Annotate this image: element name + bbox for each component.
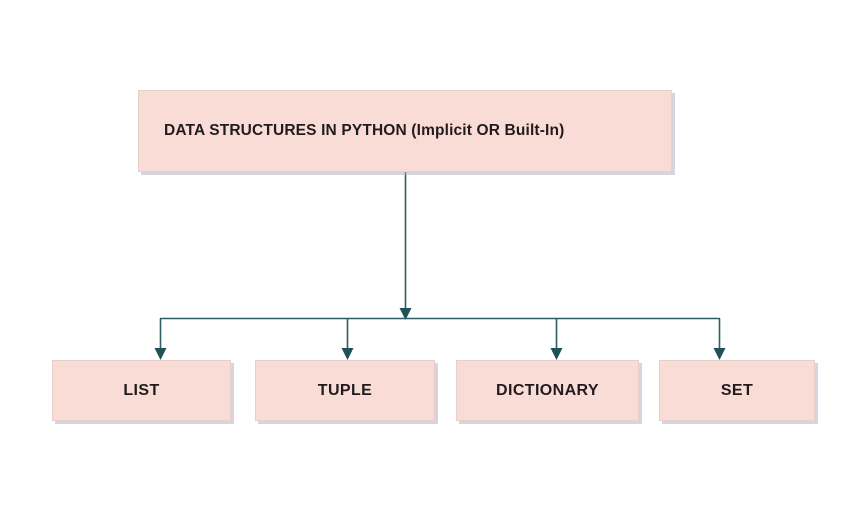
leaf-node-tuple[interactable]: TUPLE bbox=[255, 360, 435, 421]
root-node[interactable]: DATA STRUCTURES IN PYTHON (Implicit OR B… bbox=[138, 90, 672, 172]
leaf-node-set-label: SET bbox=[720, 381, 754, 399]
drop-arrowhead-set bbox=[713, 348, 726, 360]
leaf-node-list[interactable]: LIST bbox=[52, 360, 231, 421]
drop-arrowhead-dictionary bbox=[550, 348, 563, 360]
leaf-node-tuple-label: TUPLE bbox=[317, 381, 373, 399]
leaf-node-dictionary-label: DICTIONARY bbox=[496, 381, 599, 399]
leaf-node-list-label: LIST bbox=[123, 381, 160, 399]
drop-arrowhead-list bbox=[154, 348, 167, 360]
leaf-node-dictionary[interactable]: DICTIONARY bbox=[456, 360, 639, 421]
trunk-arrowhead bbox=[399, 308, 412, 320]
root-node-label: DATA STRUCTURES IN PYTHON (Implicit OR B… bbox=[164, 122, 565, 139]
drop-arrowhead-tuple bbox=[341, 348, 354, 360]
leaf-node-set[interactable]: SET bbox=[659, 360, 815, 421]
